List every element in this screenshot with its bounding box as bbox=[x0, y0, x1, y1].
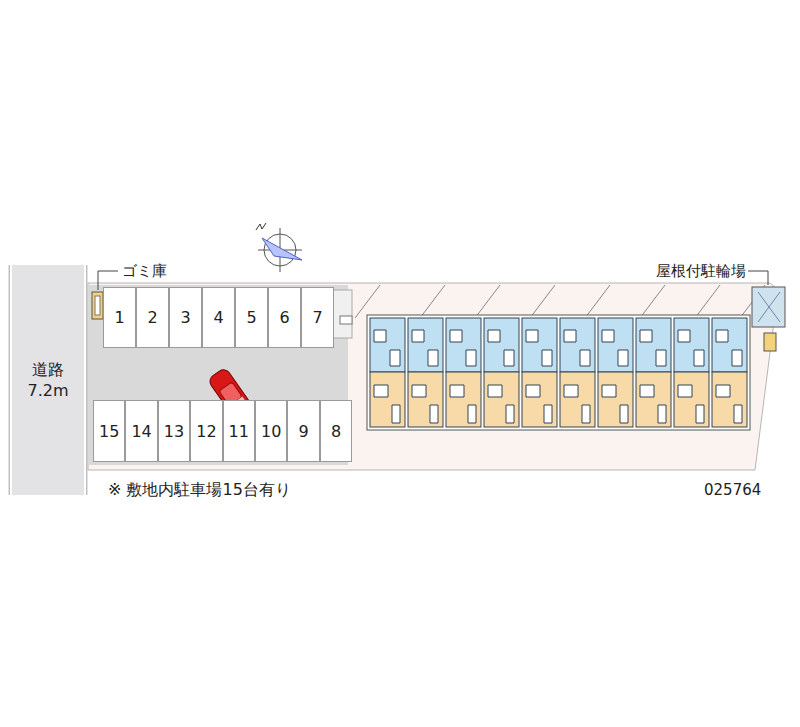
lot-outline bbox=[88, 283, 778, 470]
bicycle-shelter bbox=[752, 287, 785, 327]
unit-detail bbox=[412, 330, 438, 423]
space-number: 1 bbox=[114, 308, 124, 327]
parking-space: 9 bbox=[287, 400, 319, 462]
road-label: 道路 7.2m bbox=[12, 360, 84, 400]
parking-space: 13 bbox=[158, 400, 190, 462]
parking-space: 15 bbox=[93, 400, 125, 462]
bicycle-shelter bbox=[758, 292, 780, 322]
unit-detail bbox=[602, 330, 628, 423]
callout-label: 屋根付駐輪場 bbox=[656, 262, 746, 281]
parking-space: 14 bbox=[125, 400, 157, 462]
unit-detail bbox=[526, 330, 552, 423]
unit-detail bbox=[374, 330, 400, 423]
compass bbox=[256, 223, 302, 272]
parking-space: 4 bbox=[202, 287, 235, 348]
space-number: 5 bbox=[246, 308, 256, 327]
space-number: 10 bbox=[261, 422, 281, 441]
space-number: 11 bbox=[229, 422, 249, 441]
space-number: 8 bbox=[331, 422, 341, 441]
parking-space: 7 bbox=[301, 287, 334, 348]
parking-space: 12 bbox=[190, 400, 222, 462]
space-number: 9 bbox=[298, 422, 308, 441]
roof-lines bbox=[355, 285, 765, 318]
parking-space: 8 bbox=[320, 400, 352, 462]
gate-post bbox=[340, 316, 352, 324]
unit-detail bbox=[640, 330, 666, 423]
road-band: 道路 7.2m bbox=[10, 265, 86, 495]
space-number: 14 bbox=[131, 422, 151, 441]
unit-detail bbox=[716, 330, 742, 423]
parking-space: 11 bbox=[223, 400, 255, 462]
unit-detail bbox=[678, 330, 704, 423]
space-number: 7 bbox=[312, 308, 322, 327]
garbage-shed bbox=[95, 296, 100, 315]
building bbox=[367, 315, 750, 430]
space-number: 3 bbox=[180, 308, 190, 327]
parking-space: 2 bbox=[136, 287, 169, 348]
unit-detail bbox=[488, 330, 514, 423]
callout-label: ゴミ庫 bbox=[122, 262, 167, 281]
space-number: 12 bbox=[196, 422, 216, 441]
road-band bbox=[8, 265, 88, 495]
space-number: 6 bbox=[279, 308, 289, 327]
parking-space: 6 bbox=[268, 287, 301, 348]
note: ※ 敷地内駐車場15台有り bbox=[108, 480, 291, 501]
code-number: 025764 bbox=[704, 481, 761, 499]
parking-space: 1 bbox=[103, 287, 136, 348]
space-number: 4 bbox=[213, 308, 223, 327]
unit-detail bbox=[450, 330, 476, 423]
space-number: 2 bbox=[147, 308, 157, 327]
unit-detail bbox=[564, 330, 590, 423]
leader-line bbox=[748, 271, 768, 285]
meter-box bbox=[764, 333, 776, 351]
parking-space: 5 bbox=[235, 287, 268, 348]
space-number: 15 bbox=[99, 422, 119, 441]
garbage-shed bbox=[92, 292, 103, 319]
building-units bbox=[370, 318, 747, 427]
space-number: 13 bbox=[164, 422, 184, 441]
parking-area bbox=[88, 285, 348, 465]
parking-space: 3 bbox=[169, 287, 202, 348]
parking-space: 10 bbox=[255, 400, 287, 462]
